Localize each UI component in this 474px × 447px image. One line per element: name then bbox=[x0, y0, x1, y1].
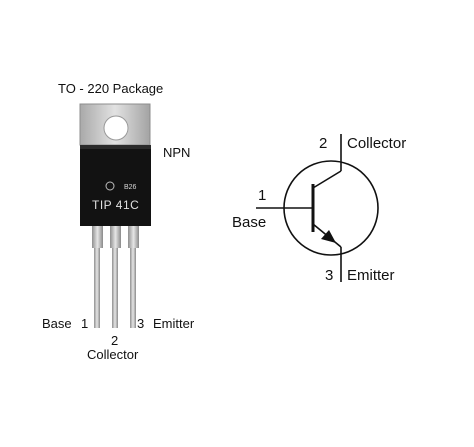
pkg-base-label: Base bbox=[42, 316, 72, 331]
pin-leads bbox=[94, 248, 136, 328]
sym-base-num: 1 bbox=[258, 187, 266, 204]
heatsink-tab bbox=[79, 103, 151, 146]
lead-shoulders bbox=[92, 226, 139, 248]
pkg-emitter-num: 3 bbox=[137, 316, 144, 331]
pkg-collector-label: Collector bbox=[87, 347, 139, 362]
mounting-hole bbox=[103, 115, 129, 141]
sym-collector-num: 2 bbox=[319, 135, 327, 152]
lead-collector bbox=[112, 248, 118, 328]
pkg-collector-num: 2 bbox=[111, 333, 118, 348]
pkg-emitter-label: Emitter bbox=[153, 316, 195, 331]
pkg-base-num: 1 bbox=[81, 316, 88, 331]
sym-collector-label: Collector bbox=[347, 135, 406, 152]
package-title: TO - 220 Package bbox=[58, 81, 163, 96]
npn-label: NPN bbox=[163, 145, 190, 160]
part-number: TIP 41C bbox=[92, 198, 139, 212]
sym-base-label: Base bbox=[232, 214, 266, 231]
sym-emitter-num: 3 bbox=[325, 267, 333, 284]
lead-emitter bbox=[130, 248, 136, 328]
sym-emitter-label: Emitter bbox=[347, 267, 395, 284]
collector-connection bbox=[312, 170, 342, 189]
marking-code: B26 bbox=[124, 184, 137, 191]
transistor-body: B26 TIP 41C bbox=[80, 145, 151, 226]
npn-symbol bbox=[256, 134, 379, 282]
lead-base bbox=[94, 248, 100, 328]
logo-mark-icon bbox=[105, 181, 115, 191]
emitter-arrow-icon bbox=[321, 230, 336, 243]
